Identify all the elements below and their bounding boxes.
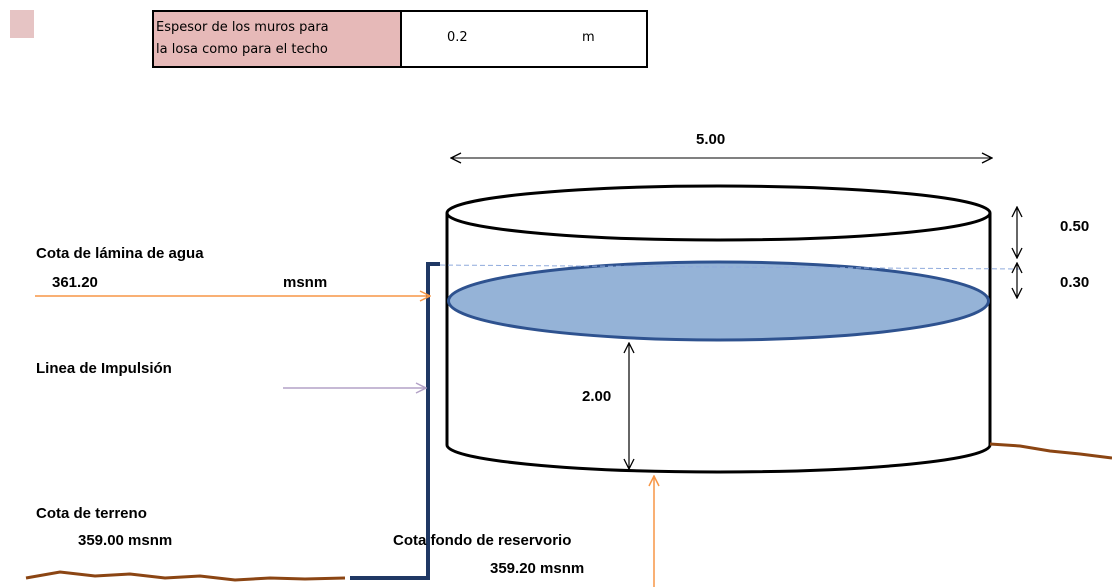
corner-marker <box>10 10 34 38</box>
wall-thickness-label: Espesor de los muros para la losa como p… <box>152 10 402 68</box>
wall-thickness-label-line1: Espesor de los muros para <box>156 20 329 35</box>
water-level-dashed-line <box>431 264 1021 270</box>
wall-thickness-label-line2: la losa como para el techo <box>156 42 328 57</box>
height-label: 2.00 <box>582 388 612 405</box>
tank-top <box>445 184 992 242</box>
ground-line-right <box>989 442 1112 460</box>
wall-thickness-table: Espesor de los muros para la losa como p… <box>152 10 648 68</box>
wall-thickness-unit: m <box>582 30 595 45</box>
wall-thickness-value: 0.2 <box>447 30 468 45</box>
bottom-level-value: 359.20 msnm <box>490 560 585 577</box>
water-level-unit: msnm <box>283 274 328 291</box>
impulsion-pipe <box>350 264 430 580</box>
wall-thickness-value-cell[interactable]: 0.2 m <box>400 10 648 68</box>
bottom-level-title: Cota fondo de reservorio <box>393 532 572 549</box>
pipe-line-label: Linea de Impulsión <box>36 360 172 377</box>
ground-level-value: 359.00 msnm <box>78 532 173 549</box>
freeboard-label: 0.50 <box>1060 218 1090 235</box>
water-level-value: 361.20 <box>52 274 98 291</box>
water-surface <box>447 260 990 342</box>
ground-level-title: Cota de terreno <box>36 505 147 522</box>
diameter-label: 5.00 <box>696 131 726 148</box>
tank-bottom-edge <box>445 444 992 474</box>
water-level-title: Cota de lámina de agua <box>36 245 204 262</box>
ground-line-left <box>25 570 346 582</box>
water-layer-label: 0.30 <box>1060 274 1090 291</box>
